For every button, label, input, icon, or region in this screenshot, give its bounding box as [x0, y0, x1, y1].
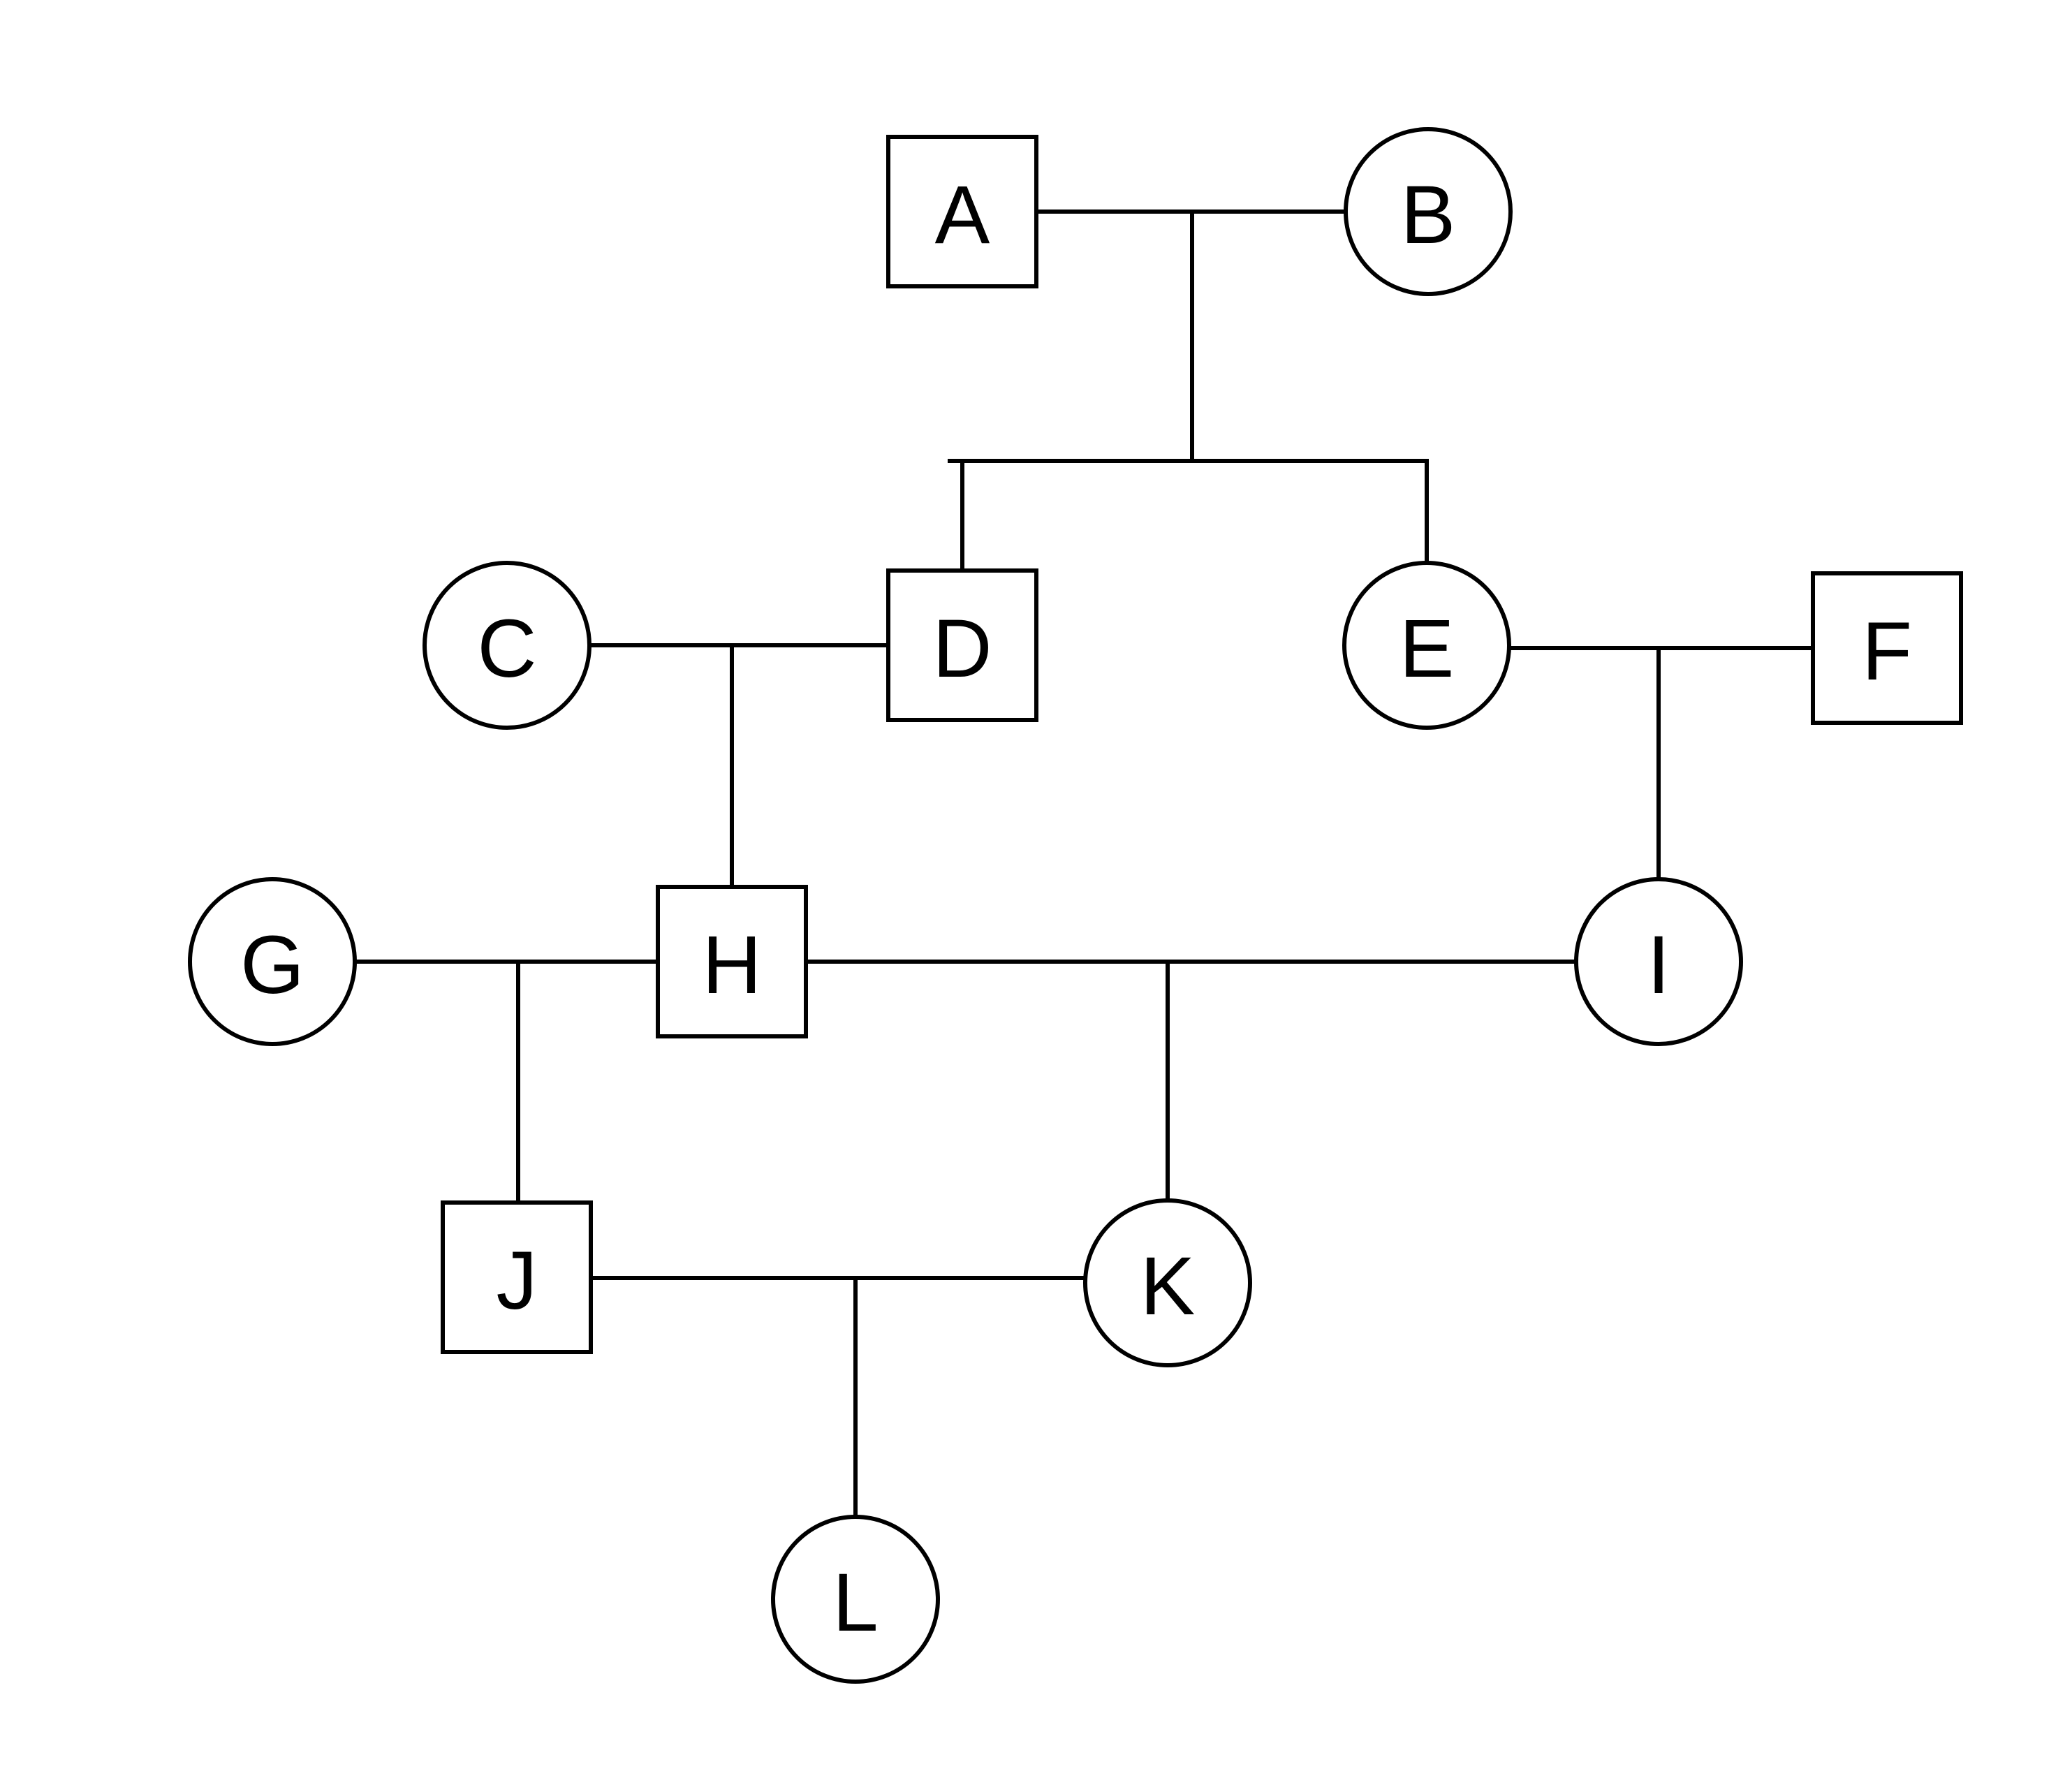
node-i-label: I — [1647, 919, 1670, 1011]
node-h-label: H — [702, 919, 761, 1011]
node-f[interactable]: F — [1811, 571, 1963, 725]
node-e-circle[interactable] — [1342, 561, 1511, 730]
node-k[interactable]: K — [1083, 1198, 1252, 1367]
node-d-square[interactable] — [886, 568, 1038, 722]
node-f-square[interactable] — [1811, 571, 1963, 725]
node-e[interactable]: E — [1342, 561, 1511, 730]
node-b-circle[interactable] — [1344, 127, 1513, 296]
node-b[interactable]: B — [1344, 127, 1513, 296]
node-a-label: A — [935, 169, 990, 261]
node-k-circle[interactable] — [1083, 1198, 1252, 1367]
node-d-label: D — [932, 603, 992, 695]
node-j[interactable]: J — [441, 1200, 593, 1354]
node-g-circle[interactable] — [188, 877, 357, 1046]
node-l-label: L — [832, 1557, 879, 1649]
node-c[interactable]: C — [423, 561, 592, 730]
node-l[interactable]: L — [771, 1515, 940, 1684]
node-i-circle[interactable] — [1574, 877, 1743, 1046]
node-g[interactable]: G — [188, 877, 357, 1046]
node-e-label: E — [1399, 603, 1455, 695]
node-a-square[interactable] — [886, 135, 1038, 288]
node-f-label: F — [1862, 605, 1912, 698]
node-g-label: G — [240, 919, 304, 1011]
node-h-square[interactable] — [656, 885, 808, 1038]
connector-layer — [355, 210, 1813, 1517]
node-b-label: B — [1401, 169, 1456, 261]
node-j-label: J — [497, 1235, 538, 1327]
node-c-label: C — [477, 603, 536, 695]
node-i[interactable]: I — [1574, 877, 1743, 1046]
node-h[interactable]: H — [656, 885, 808, 1038]
node-l-circle[interactable] — [771, 1515, 940, 1684]
node-j-square[interactable] — [441, 1200, 593, 1354]
node-k-label: K — [1140, 1240, 1196, 1332]
node-c-circle[interactable] — [423, 561, 592, 730]
node-d[interactable]: D — [886, 568, 1038, 722]
node-a[interactable]: A — [886, 135, 1038, 288]
node-layer: A B C D E — [188, 127, 1963, 1684]
